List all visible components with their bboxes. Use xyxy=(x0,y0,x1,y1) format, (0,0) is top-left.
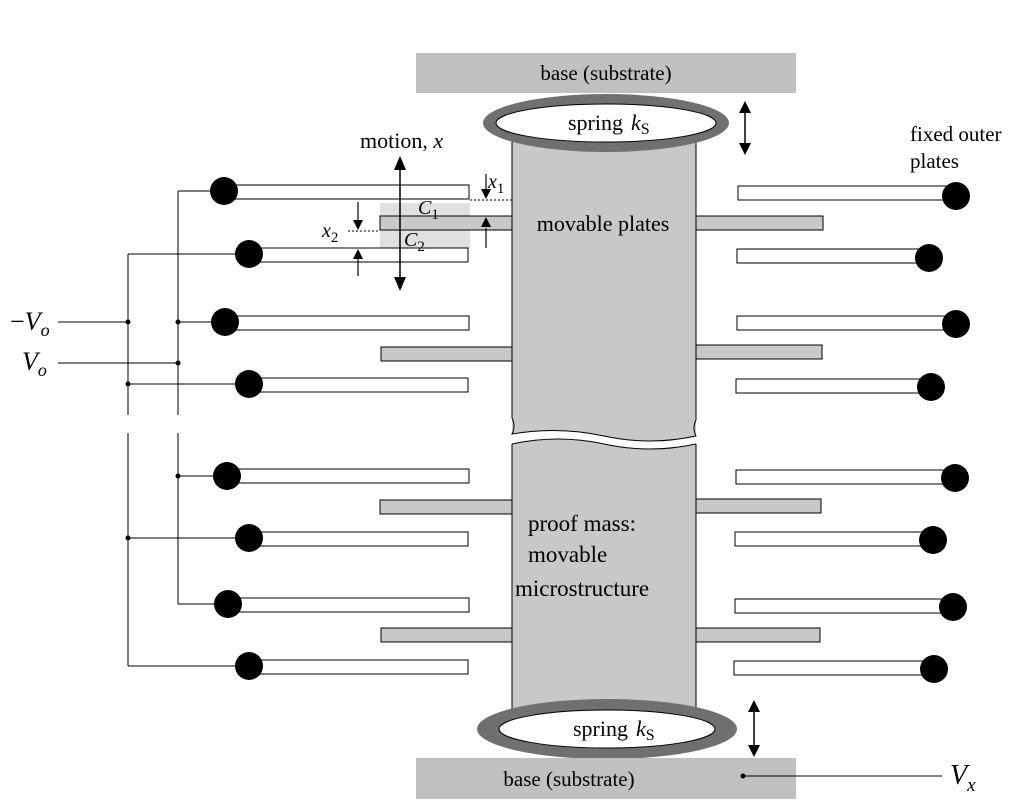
gap-x1-marker xyxy=(470,174,512,248)
movable-plate-right-2 xyxy=(695,344,823,360)
vx-label: Vx xyxy=(950,760,976,796)
fixed-outer-plates-label-line1: fixed outer xyxy=(910,122,1002,146)
junction-dot xyxy=(740,773,746,779)
junction-dot xyxy=(175,473,181,479)
junction-dot xyxy=(125,381,131,387)
movable-plate-left-4 xyxy=(380,627,513,643)
x2-label: x2 xyxy=(321,220,338,246)
fixed-plate-right-6 xyxy=(734,531,934,547)
base-top xyxy=(416,53,796,93)
terminal-right-4 xyxy=(917,373,945,401)
terminal-right-5 xyxy=(941,464,969,492)
x1-label: x1 xyxy=(487,171,504,197)
vo-label: Vo xyxy=(22,347,47,380)
break-line-lower xyxy=(511,438,697,450)
terminal-right-3 xyxy=(942,310,970,338)
spring-bottom-inner xyxy=(498,709,716,749)
fixed-plate-right-2 xyxy=(736,248,930,264)
movable-plates-label: movable plates xyxy=(537,211,670,236)
fixed-plate-left-7 xyxy=(227,597,470,613)
spring-top-arrow xyxy=(739,101,751,155)
spring-bottom-arrow xyxy=(748,700,760,757)
c1-label: C1 xyxy=(418,197,439,223)
base-bottom-label: base (substrate) xyxy=(503,767,634,791)
fixed-plate-right-7 xyxy=(734,598,954,614)
movable-plate-right-3 xyxy=(695,498,822,514)
proof-mass-upper xyxy=(512,140,696,441)
fixed-plate-right-5 xyxy=(735,469,956,485)
minus-vo-label: −Vo xyxy=(10,307,50,340)
movable-plate-right-1 xyxy=(695,215,824,231)
fixed-plate-right-4 xyxy=(735,378,932,394)
fixed-plate-left-3 xyxy=(224,315,470,331)
c2-label: C2 xyxy=(404,229,425,255)
wire-bus-minus-vo xyxy=(58,190,228,605)
junction-dot xyxy=(125,535,131,541)
gap-x2-marker xyxy=(348,202,380,276)
terminal-right-2 xyxy=(915,244,943,272)
terminal-right-1 xyxy=(942,182,970,210)
movable-plate-right-4 xyxy=(695,627,821,643)
proof-mass-lower xyxy=(512,439,696,712)
movable-plate-left-3 xyxy=(379,499,513,515)
motion-label: motion, x xyxy=(360,128,443,153)
motion-arrow xyxy=(394,156,406,291)
spring-top-inner xyxy=(495,103,717,143)
fixed-plate-left-5 xyxy=(226,468,470,484)
break-line-upper xyxy=(511,417,697,442)
terminal-right-7 xyxy=(939,593,967,621)
junction-dot xyxy=(175,360,181,366)
base-bottom xyxy=(416,758,796,799)
fixed-plate-right-3 xyxy=(736,315,957,331)
proof-mass-label-line2: movable xyxy=(528,542,607,567)
fixed-plate-left-4 xyxy=(248,377,469,393)
fixed-plate-left-1 xyxy=(223,184,470,200)
fixed-plate-left-6 xyxy=(248,531,469,547)
movable-plate-left-2 xyxy=(380,346,513,362)
junction-dot xyxy=(175,319,181,325)
base-top-label: base (substrate) xyxy=(540,61,671,85)
fixed-outer-plates-label-line2: plates xyxy=(910,149,959,173)
proof-mass-label-line3: microstructure xyxy=(515,576,649,601)
terminal-right-6 xyxy=(919,526,947,554)
movable-plate-left-1 xyxy=(379,215,513,231)
proof-mass-label-line1: proof mass: xyxy=(528,511,636,536)
wire-bus-vo xyxy=(58,253,249,667)
fixed-plate-left-8 xyxy=(248,659,469,675)
fixed-plate-right-1 xyxy=(737,185,957,201)
terminal-right-8 xyxy=(920,655,948,683)
fixed-plate-right-8 xyxy=(733,660,935,676)
junction-dot xyxy=(125,319,131,325)
